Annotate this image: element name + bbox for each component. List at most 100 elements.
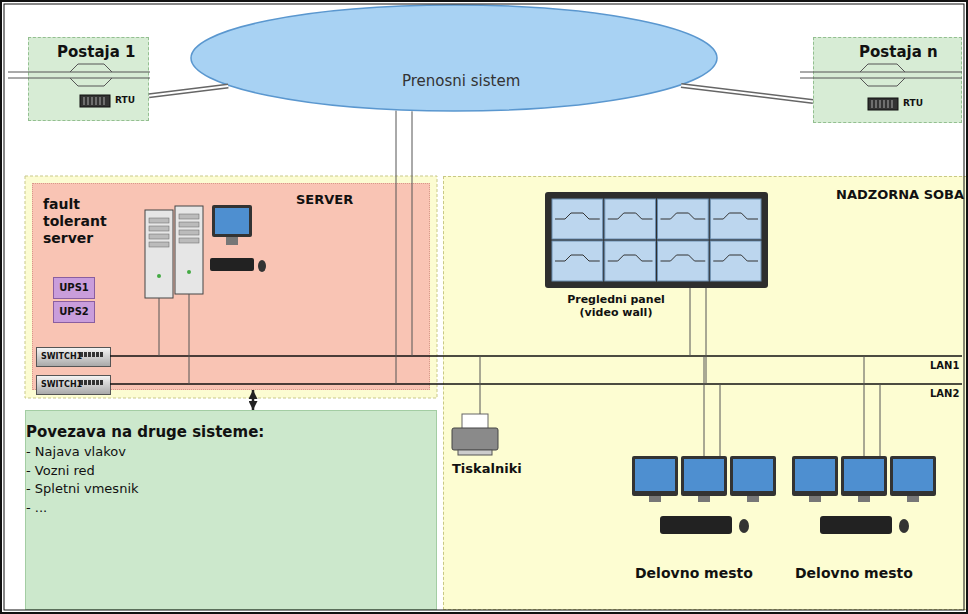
passing-loop	[860, 64, 905, 72]
rail	[800, 78, 962, 79]
node-text: - Spletni vmesnik	[26, 481, 139, 497]
monitor-stand	[698, 496, 710, 502]
network-drop	[159, 298, 160, 356]
network-drop	[720, 384, 721, 456]
rail-link	[149, 86, 228, 96]
printer-paper	[462, 414, 488, 430]
drive-bay	[149, 226, 169, 231]
ups-box: UPS2	[53, 301, 95, 323]
rail-link	[681, 86, 813, 102]
inner-frame	[4, 4, 964, 610]
ups-box: UPS1	[53, 277, 95, 299]
data-link	[252, 390, 255, 410]
ellipse-outline	[190, 4, 718, 112]
keyboard	[210, 258, 254, 271]
node-text: RTU	[115, 95, 135, 106]
rtu-unit	[80, 95, 110, 107]
printer: Tiskalniki	[449, 409, 529, 481]
wall-track	[608, 213, 653, 219]
network-switch: SWITCH1	[36, 375, 111, 395]
drive-bay	[179, 230, 199, 235]
railway-track	[800, 64, 962, 86]
keyboard	[660, 516, 732, 534]
monitor	[792, 456, 838, 496]
rtu-grille	[92, 97, 93, 105]
printer-body	[452, 428, 498, 450]
network-label: LAN2	[930, 388, 959, 400]
monitor	[841, 456, 887, 496]
rtu-grille	[888, 100, 889, 108]
switch-port	[96, 380, 99, 385]
node-title: Delovno mesto	[795, 565, 913, 582]
rtu-grille	[104, 97, 105, 105]
network-drop	[189, 294, 190, 384]
drive-bay	[149, 218, 169, 223]
switch-port	[100, 380, 103, 385]
switch-port	[80, 352, 83, 357]
wall-screen	[605, 241, 656, 281]
video-wall: Pregledni panel (video wall)	[546, 193, 769, 327]
wall-screen	[710, 199, 761, 239]
node-text: - Najava vlakov	[26, 444, 126, 460]
network-drop	[864, 356, 865, 456]
switch-port	[88, 352, 91, 357]
network-drop	[706, 288, 707, 384]
node-title: Postaja 1	[57, 43, 135, 61]
network-drop	[412, 111, 413, 356]
node-title: Povezava na druge sisteme:	[26, 423, 264, 441]
wall-screen	[552, 241, 603, 281]
control-room: Pregledni panel (video wall) TiskalnikiDe…	[443, 176, 967, 610]
node-title: Prenosni sistem	[402, 72, 520, 90]
network-drop	[480, 356, 481, 414]
monitor-stand	[226, 237, 238, 245]
node-text: - ...	[26, 500, 47, 516]
monitor-screen	[215, 208, 249, 234]
rail-gap	[149, 86, 228, 96]
network-switch: SWITCH1	[36, 347, 111, 367]
rail	[8, 78, 150, 79]
drive-bay	[179, 222, 199, 227]
network-drop	[396, 111, 397, 384]
wall-track	[608, 255, 653, 261]
monitor	[890, 456, 936, 496]
monitor-screen	[893, 459, 933, 491]
rtu-grille	[880, 100, 881, 108]
monitor	[681, 456, 727, 496]
passing-loop	[70, 78, 112, 86]
rail	[800, 72, 962, 73]
power-led	[187, 270, 191, 274]
rtu-grille	[100, 97, 101, 105]
railway-track	[8, 64, 150, 86]
rtu-grille	[884, 100, 885, 108]
switch-port	[80, 380, 83, 385]
node-title: Tiskalniki	[452, 461, 522, 477]
node-title: fault tolerant server	[43, 196, 123, 246]
drive-bay	[179, 214, 199, 219]
mouse	[258, 260, 266, 272]
monitor-stand	[747, 496, 759, 502]
monitor	[730, 456, 776, 496]
network-label: LAN1	[930, 360, 959, 372]
node-title: NADZORNA SOBA	[836, 187, 964, 203]
station-box: Postaja nRTU	[813, 37, 962, 123]
wall-screen	[658, 199, 709, 239]
monitor-stand	[809, 496, 821, 502]
wall-track	[555, 255, 600, 261]
ellipse-shape	[191, 5, 717, 111]
rtu-grille	[872, 100, 873, 108]
rtu-unit	[868, 98, 898, 110]
rtu-grille	[876, 100, 877, 108]
node-title: Delovno mesto	[635, 565, 753, 582]
node-title: Pregledni panel (video wall)	[557, 293, 675, 319]
network-drop	[690, 288, 691, 356]
server-panel: UPS1UPS2SWITCH1SWITCH1fault tolerant ser…	[32, 183, 430, 390]
monitor-screen	[684, 459, 724, 491]
printer-tray	[458, 450, 492, 455]
monitor	[212, 205, 252, 237]
monitor-stand	[649, 496, 661, 502]
monitor-screen	[795, 459, 835, 491]
switch-port	[84, 352, 87, 357]
wall-screen	[710, 241, 761, 281]
node-text: RTU	[903, 98, 923, 109]
wall-track	[713, 255, 758, 261]
